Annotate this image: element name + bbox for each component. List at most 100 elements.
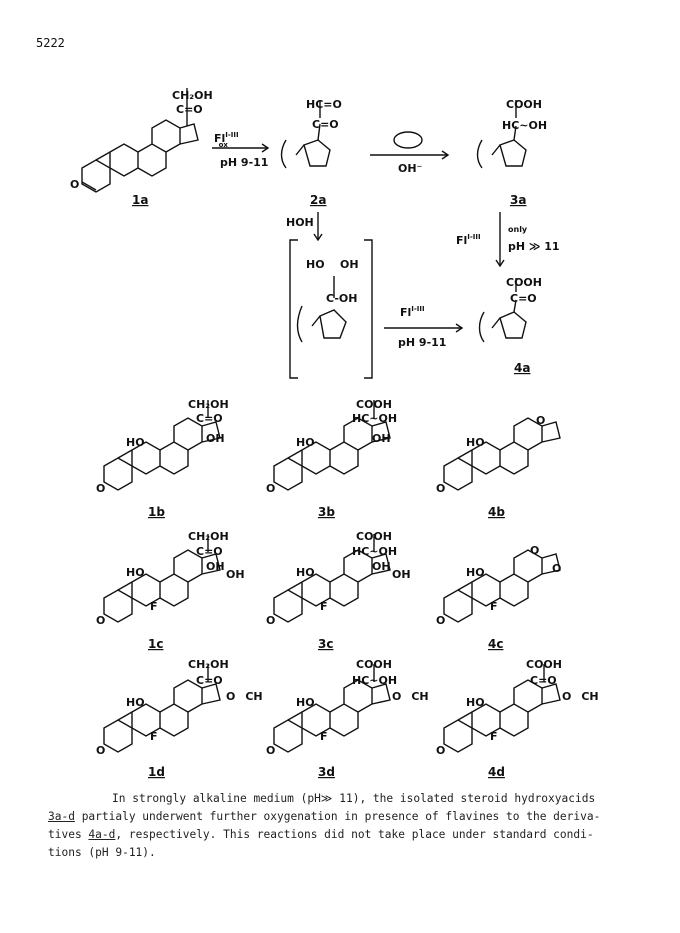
structure-1b xyxy=(103,417,221,491)
o-label-1d: O xyxy=(96,744,105,757)
compound-4a: 4a xyxy=(514,361,530,375)
ch2oh-label-1d: CH₂OH xyxy=(188,658,229,671)
ceo-label-2a: C=O xyxy=(312,118,339,131)
compound-3d: 3d xyxy=(318,765,335,779)
label-hoh: HOH xyxy=(286,216,314,229)
o-label-4c: O xyxy=(436,614,445,627)
oh-label-int: OH xyxy=(340,258,359,271)
hcoh-label-3a: HC~OH xyxy=(502,119,547,132)
o-label-4b: O xyxy=(436,482,445,495)
compound-3b: 3b xyxy=(318,505,335,519)
ho-label-1c: HO xyxy=(126,566,145,579)
oh-label-1c: OH xyxy=(206,560,225,573)
ceo-label-1d: C=O xyxy=(196,674,223,687)
cooh-label-3b: COOH xyxy=(356,398,392,411)
cooh-label-4a: COOH xyxy=(506,276,542,289)
structure-3d xyxy=(273,679,391,753)
reagent-ph-1: pH 9-11 xyxy=(220,156,268,169)
cooh-label-3c: COOH xyxy=(356,530,392,543)
oh2-label-3c: OH xyxy=(392,568,411,581)
ch2oh-label-1c: CH₂OH xyxy=(188,530,229,543)
f-label-1d: F xyxy=(150,730,158,743)
f-label-3d: F xyxy=(320,730,328,743)
o-label-3d: O xyxy=(266,744,275,757)
compound-3c: 3c xyxy=(318,637,333,651)
ho-label-int: HO xyxy=(306,258,325,271)
reagent-only: only xyxy=(508,225,528,234)
ho-label-3d: HO xyxy=(296,696,315,709)
cooh-label-3a: COOH xyxy=(506,98,542,111)
caption-line-2: 3a-d partialy underwent further oxygenat… xyxy=(48,810,601,823)
hcoh-label-3c: HC~OH xyxy=(352,545,397,558)
oh-label-3c: OH xyxy=(372,560,391,573)
page-number: 5222 xyxy=(36,36,65,50)
ho-label-4c: HO xyxy=(466,566,485,579)
ceo-label-4d: C=O xyxy=(530,674,557,687)
o-label-1c: O xyxy=(96,614,105,627)
structure-intermediate xyxy=(296,276,347,343)
structure-2a xyxy=(280,100,331,169)
f-label-3c: F xyxy=(320,600,328,613)
reagent-ph-gt11: pH ≫ 11 xyxy=(508,240,560,253)
reagent-fl-3: FlI-III xyxy=(400,305,425,319)
compound-1b: 1b xyxy=(148,505,165,519)
hceo-label-2a: HC=O xyxy=(306,98,342,111)
caption-line-3: tives 4a-d, respectively. This reactions… xyxy=(48,828,594,841)
structure-3b xyxy=(273,417,391,491)
cooh-label-3d: COOH xyxy=(356,658,392,671)
o-label-4d: O xyxy=(436,744,445,757)
structure-1d xyxy=(103,679,221,753)
f-label-4c: F xyxy=(490,600,498,613)
o-label-3b: O xyxy=(266,482,275,495)
hcoh-label-3b: HC~OH xyxy=(352,412,397,425)
ho-label-4d: HO xyxy=(466,696,485,709)
structure-1a xyxy=(81,88,199,193)
compound-1d: 1d xyxy=(148,765,165,779)
compound-4c: 4c xyxy=(488,637,503,651)
oh-label-1b: OH xyxy=(206,432,225,445)
ch2oh-label-1b: CH₂OH xyxy=(188,398,229,411)
caption-line-4: tions (pH 9-11). xyxy=(48,846,156,859)
reagent-fl-2: FlI-III xyxy=(456,233,481,247)
o-label-4c-ring: O xyxy=(552,562,561,575)
ceo-label-4a: C=O xyxy=(510,292,537,305)
ch2oh-label-1a: CH₂OH xyxy=(172,89,213,102)
o-label-4c-top: O xyxy=(530,544,539,557)
compound-3a: 3a xyxy=(510,193,526,207)
structure-4a xyxy=(478,278,527,343)
ceo-label-1b: C=O xyxy=(196,412,223,425)
o-label-3c: O xyxy=(266,614,275,627)
caption-paragraph: In strongly alkaline medium (pH≫ 11), th… xyxy=(48,790,638,862)
structure-1c xyxy=(103,549,221,623)
compound-4b: 4b xyxy=(488,505,505,519)
hcoh-label-3d: HC~OH xyxy=(352,674,397,687)
structure-3a xyxy=(476,100,527,169)
structure-4d xyxy=(443,679,561,753)
structure-4b xyxy=(443,417,561,491)
o-label-1b: O xyxy=(96,482,105,495)
oh-label-3b: OH xyxy=(372,432,391,445)
ho-label-3b: HO xyxy=(296,436,315,449)
f-label-1c: F xyxy=(150,600,158,613)
compound-1a: 1a xyxy=(132,193,148,207)
label-ohminus: OH⁻ xyxy=(398,162,423,175)
oh2-label-1c: OH xyxy=(226,568,245,581)
ceo-label-1c: C=O xyxy=(196,545,223,558)
caption-line-1: In strongly alkaline medium (pH≫ 11), th… xyxy=(112,792,596,805)
o-label-4b-top: O xyxy=(536,414,545,427)
compound-4d: 4d xyxy=(488,765,505,779)
f-label-4d: F xyxy=(490,730,498,743)
reagent-ph-3: pH 9-11 xyxy=(398,336,446,349)
coh-label-int: C-OH xyxy=(326,292,357,305)
cooh-label-4d: COOH xyxy=(526,658,562,671)
ho-label-4b: HO xyxy=(466,436,485,449)
ho-label-3c: HO xyxy=(296,566,315,579)
o-label-1a: O xyxy=(70,178,79,191)
ceo-label-1a: C=O xyxy=(176,103,203,116)
ho-label-1b: HO xyxy=(126,436,145,449)
